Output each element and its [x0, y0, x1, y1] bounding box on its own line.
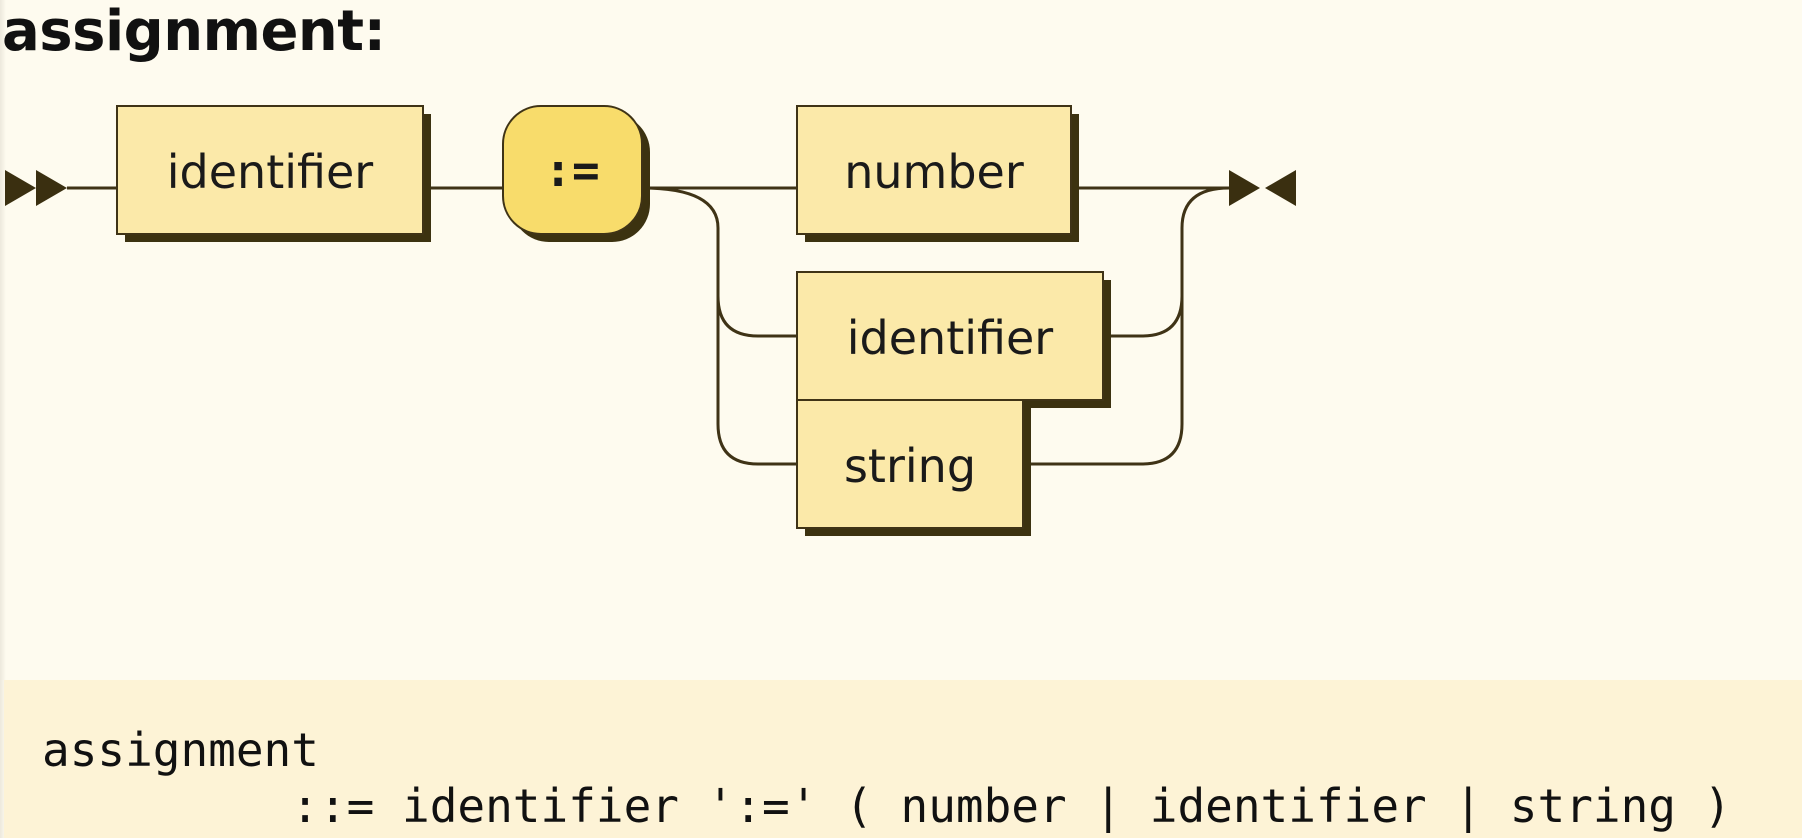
- nonterminal-number: number: [796, 105, 1079, 242]
- nonterminal-string: string: [796, 399, 1031, 536]
- terminal-assign-label: :=: [544, 143, 599, 197]
- railroad-diagram: identifier := number identifier string: [5, 105, 1296, 536]
- page-edge: [0, 0, 6, 838]
- ebnf-line-1: assignment: [42, 723, 319, 777]
- ebnf-line-2: ::= identifier ':=' ( number | identifie…: [42, 779, 1732, 833]
- terminal-assign-operator: :=: [502, 105, 650, 242]
- choice-branches: [641, 186, 1230, 466]
- ebnf-code: assignment ::= identifier ':=' ( number …: [42, 722, 1731, 834]
- nonterminal-string-label: string: [844, 439, 976, 493]
- nonterminal-identifier-alt: identifier: [796, 271, 1111, 408]
- nonterminal-identifier-alt-label: identifier: [847, 311, 1054, 365]
- end-marker-icon: [1229, 170, 1296, 206]
- nonterminal-identifier: identifier: [116, 105, 431, 242]
- ebnf-definition: assignment ::= identifier ':=' ( number …: [4, 680, 1802, 838]
- start-marker-icon: [5, 170, 67, 206]
- rule-title: assignment:: [2, 0, 386, 64]
- nonterminal-number-label: number: [844, 145, 1024, 199]
- nonterminal-identifier-label: identifier: [167, 145, 374, 199]
